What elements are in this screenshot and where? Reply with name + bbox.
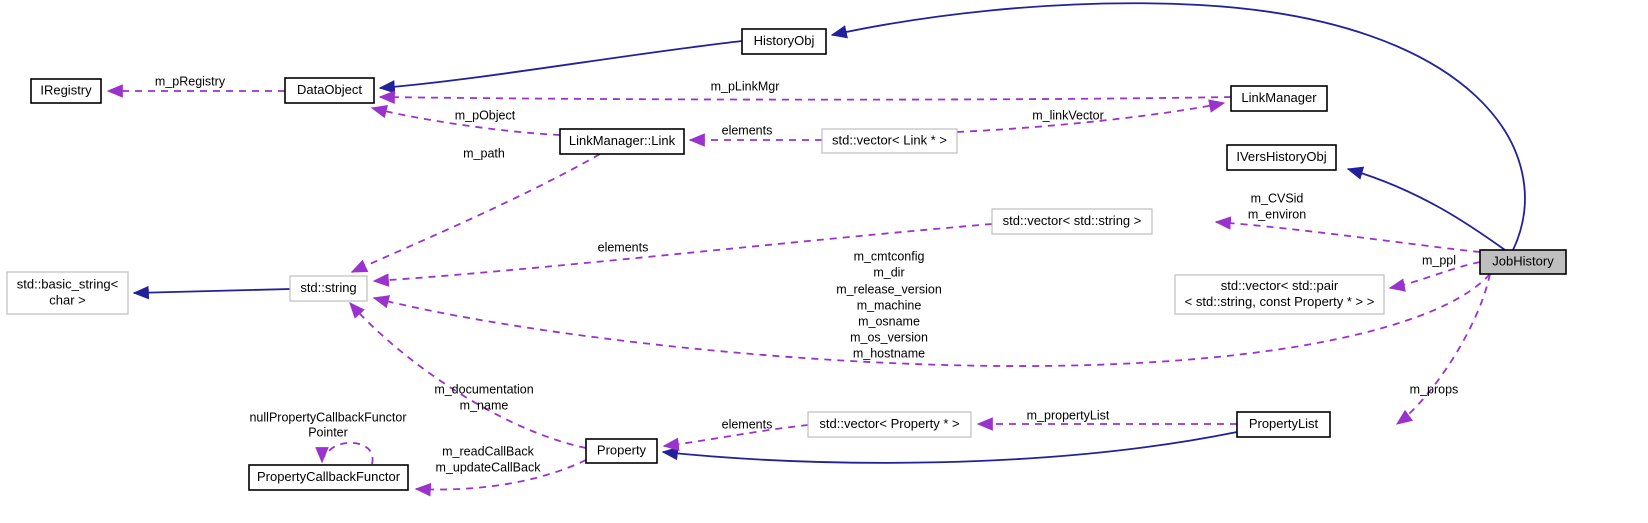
edge-usage-jobhistory-vecstring	[1214, 216, 1481, 253]
edge-usage-vecstring-stdstring	[372, 223, 993, 287]
edge-inherit-jobhistory-historyobj	[830, 2, 1526, 251]
node-label-jobhistory: JobHistory	[1492, 253, 1554, 268]
node-historyobj[interactable]: HistoryObj	[741, 28, 827, 55]
edge-inherit-propertylist-property	[661, 431, 1238, 464]
node-box-vec_prop_ptr[interactable]	[807, 411, 972, 438]
node-propertylist[interactable]: PropertyList	[1236, 411, 1331, 438]
node-label-dataobject: DataObject	[297, 82, 362, 97]
edge-labels-layer: m_pRegistry m_pLinkMgr m_pObject elements m_…	[155, 74, 1458, 474]
edge-label-m_environ: m_environ	[1248, 207, 1306, 221]
edge-label-m_os_version: m_os_version	[850, 330, 928, 344]
node-std_string[interactable]: std::string	[289, 275, 368, 302]
edge-label-m_name: m_name	[460, 398, 509, 412]
edge-usage-property-pcbfunctor	[414, 459, 587, 497]
edge-usage-lmlink-dataobject	[370, 105, 561, 136]
edge-inherit-jobhistory-iversistoryobj	[1346, 166, 1506, 251]
node-vec_link_ptr[interactable]: std::vector< Link * >	[821, 128, 958, 154]
node-vec_string[interactable]: std::vector< std::string >	[991, 208, 1153, 235]
node-iregistry[interactable]: IRegistry	[30, 78, 102, 104]
node-label-basic_string: char >	[49, 292, 86, 307]
node-box-dataobject[interactable]	[284, 77, 375, 104]
node-box-vec_link_ptr[interactable]	[821, 128, 958, 154]
node-label-lmlink: LinkManager::Link	[569, 133, 676, 148]
node-jobhistory[interactable]: JobHistory	[1479, 249, 1567, 275]
edge-label-m_dir: m_dir	[873, 265, 904, 279]
edge-inherit-historyobj-dataobject	[378, 40, 743, 94]
edge-label-elements_prop: elements	[722, 417, 773, 431]
edge-usage-property-stdstring	[349, 301, 587, 449]
node-box-vec_pair[interactable]	[1174, 274, 1385, 315]
edge-label-m_machine: m_machine	[857, 298, 922, 312]
edge-usage-linkmanager-dataobject	[378, 90, 1232, 104]
node-pcbfunctor[interactable]: PropertyCallbackFunctor	[248, 464, 409, 491]
node-box-iversistoryobj[interactable]	[1226, 144, 1337, 171]
edge-label-elements_link: elements	[722, 123, 773, 137]
edge-label-m_pObject: m_pObject	[455, 108, 516, 122]
edge-label-m_osname: m_osname	[858, 314, 920, 328]
node-box-vec_string[interactable]	[991, 208, 1153, 235]
node-box-propertylist[interactable]	[1236, 411, 1331, 438]
edge-label-m_documentation: m_documentation	[434, 382, 533, 396]
edge-label-Pointer: Pointer	[308, 425, 348, 439]
edge-usage-jobhistory-vecpair	[1388, 261, 1481, 292]
node-label-iversistoryobj: IVersHistoryObj	[1236, 149, 1326, 164]
edge-inherit-stdstring-basicstring	[132, 285, 291, 300]
edge-label-m_readCallBack: m_readCallBack	[442, 444, 534, 458]
edge-usage-vecprop-property	[662, 424, 809, 452]
node-label-property: Property	[597, 442, 647, 457]
edge-label-m_pRegistry: m_pRegistry	[155, 74, 226, 88]
edge-label-m_updateCallBack: m_updateCallBack	[436, 460, 542, 474]
node-box-lmlink[interactable]	[559, 128, 685, 155]
edge-label-m_hostname: m_hostname	[853, 346, 925, 360]
node-box-pcbfunctor[interactable]	[248, 464, 409, 491]
node-box-historyobj[interactable]	[741, 28, 827, 55]
node-label-historyobj: HistoryObj	[754, 33, 815, 48]
edge-usage-veclink-linkmanager	[956, 99, 1226, 133]
node-box-linkmanager[interactable]	[1230, 85, 1328, 112]
node-label-propertylist: PropertyList	[1249, 416, 1319, 431]
node-label-pcbfunctor: PropertyCallbackFunctor	[257, 469, 401, 484]
edge-label-nullPropertyCallbackFunctor: nullPropertyCallbackFunctor	[249, 410, 406, 424]
edge-label-elements_str: elements	[598, 240, 649, 254]
node-box-property[interactable]	[585, 438, 658, 464]
node-label-vec_pair: std::vector< std::pair	[1221, 278, 1339, 293]
edge-label-m_props: m_props	[1410, 382, 1459, 396]
edge-label-m_release_version: m_release_version	[836, 282, 942, 296]
edge-label-m_CVSid: m_CVSid	[1251, 191, 1304, 205]
node-box-std_string[interactable]	[289, 275, 368, 302]
node-box-jobhistory[interactable]	[1479, 249, 1567, 275]
edge-label-m_linkVector: m_linkVector	[1032, 108, 1104, 122]
node-label-linkmanager: LinkManager	[1241, 90, 1317, 105]
node-lmlink[interactable]: LinkManager::Link	[559, 128, 685, 155]
edge-label-m_ppl: m_ppl	[1422, 253, 1456, 267]
node-label-vec_pair: < std::string, const Property * > >	[1185, 294, 1375, 309]
node-label-vec_link_ptr: std::vector< Link * >	[832, 132, 947, 147]
node-dataobject[interactable]: DataObject	[284, 77, 375, 104]
node-label-vec_prop_ptr: std::vector< Property * >	[819, 416, 959, 431]
node-iversistoryobj[interactable]: IVersHistoryObj	[1226, 144, 1337, 171]
edge-label-m_pLinkMgr: m_pLinkMgr	[711, 79, 780, 93]
edge-usage-jobhistory-propertylist	[1395, 273, 1491, 425]
edge-label-m_path: m_path	[463, 146, 505, 160]
node-linkmanager[interactable]: LinkManager	[1230, 85, 1328, 112]
node-label-vec_string: std::vector< std::string >	[1003, 213, 1142, 228]
node-label-basic_string: std::basic_string<	[17, 276, 119, 291]
edge-label-m_cmtconfig: m_cmtconfig	[854, 249, 925, 263]
node-property[interactable]: Property	[585, 438, 658, 464]
node-basic_string[interactable]: std::basic_string<char >	[6, 271, 129, 315]
node-box-basic_string[interactable]	[6, 271, 129, 315]
node-label-std_string: std::string	[300, 280, 356, 295]
edge-label-m_propertyList: m_propertyList	[1027, 408, 1110, 422]
edge-usage-lmlink-stdstring	[350, 153, 601, 273]
edge-usage-pcbfunctor-self	[315, 441, 374, 465]
node-label-iregistry: IRegistry	[40, 82, 92, 97]
edges-layer	[106, 2, 1526, 497]
node-vec_prop_ptr[interactable]: std::vector< Property * >	[807, 411, 972, 438]
edge-usage-jobhistory-stdstring	[372, 273, 1491, 367]
node-vec_pair[interactable]: std::vector< std::pair< std::string, con…	[1174, 274, 1385, 315]
node-box-iregistry[interactable]	[30, 78, 102, 104]
